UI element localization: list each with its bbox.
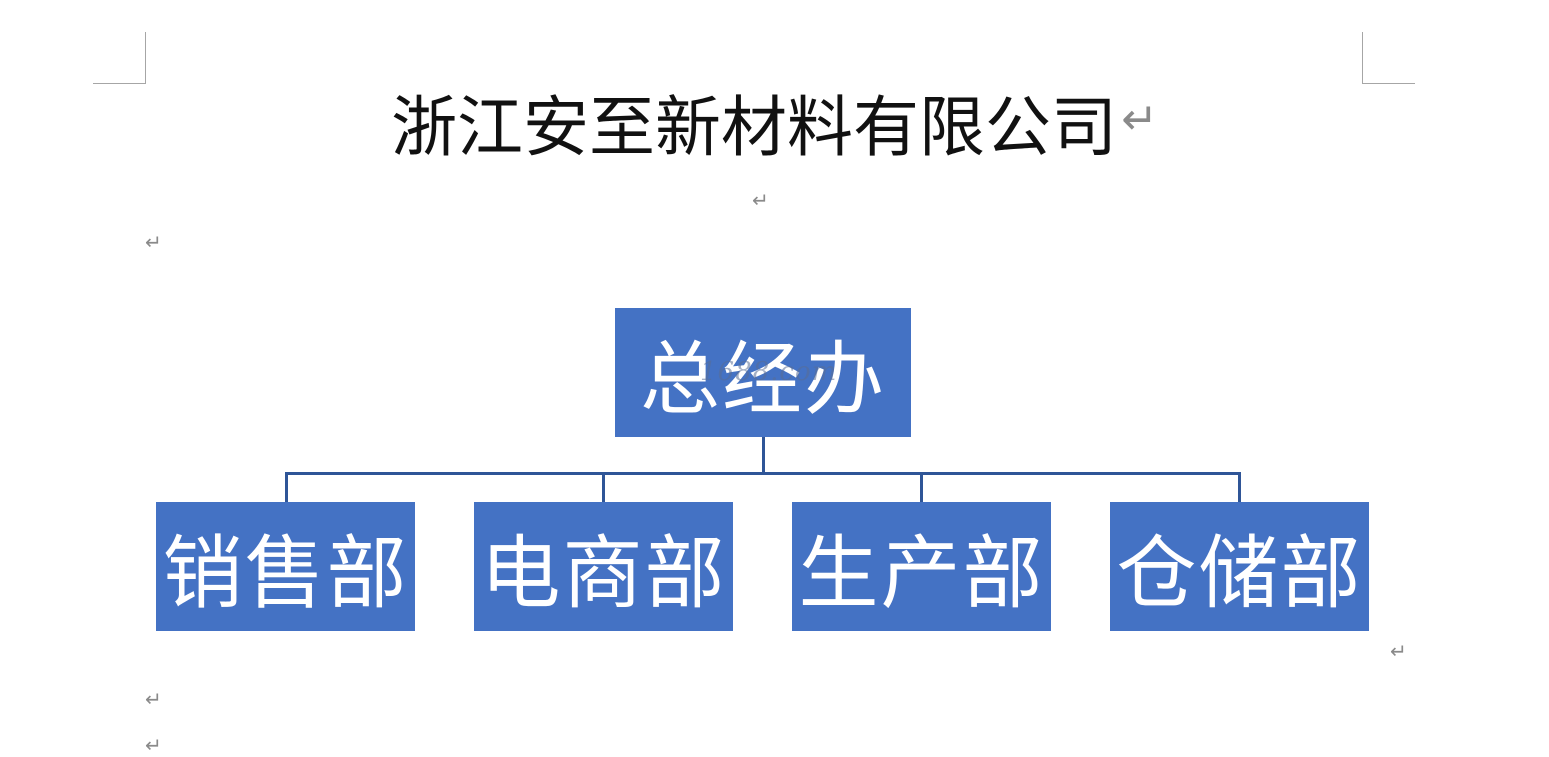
paragraph-mark-icon: ↵ — [145, 733, 162, 757]
connector-drop-2 — [602, 472, 605, 502]
page-corner-top-left — [93, 32, 146, 84]
org-node-sales[interactable]: 销售部 — [156, 502, 415, 631]
org-node-label: 销售部 — [162, 526, 409, 620]
document-title-text: 浙江安至新材料有限公司 — [391, 89, 1118, 166]
paragraph-mark-icon: ↵ — [1390, 639, 1407, 663]
org-node-root-label: 总经办 — [640, 332, 886, 426]
org-node-production[interactable]: 生产部 — [792, 502, 1051, 631]
org-node-root[interactable]: 总经办 — [615, 308, 911, 437]
org-node-label: 电商部 — [480, 526, 727, 620]
document-title[interactable]: 浙江安至新材料有限公司↵ — [0, 88, 1549, 167]
connector-root-down — [762, 437, 765, 473]
connector-horizontal-bar — [285, 472, 1241, 475]
paragraph-mark-icon: ↵ — [752, 188, 769, 212]
org-node-ecommerce[interactable]: 电商部 — [474, 502, 733, 631]
org-node-warehouse[interactable]: 仓储部 — [1110, 502, 1369, 631]
connector-drop-3 — [920, 472, 923, 502]
connector-drop-1 — [285, 472, 288, 502]
connector-drop-4 — [1238, 472, 1241, 502]
watermark: 1688.com — [700, 357, 838, 387]
page-corner-top-right — [1362, 32, 1415, 84]
paragraph-mark-icon: ↵ — [145, 230, 162, 254]
paragraph-mark-icon: ↵ — [145, 687, 162, 711]
paragraph-mark-icon: ↵ — [1121, 94, 1158, 145]
org-node-label: 仓储部 — [1116, 526, 1363, 620]
org-node-label: 生产部 — [798, 526, 1045, 620]
